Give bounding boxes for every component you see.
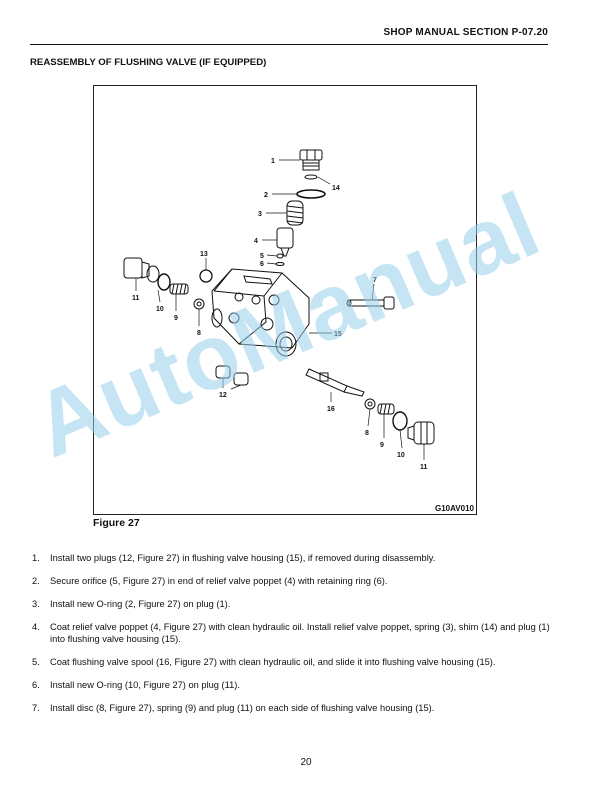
o-ring-10-right-part <box>392 411 408 431</box>
callout-7: 7 <box>373 277 377 284</box>
step-item: 5. Coat flushing valve spool (16, Figure … <box>32 656 552 668</box>
step-text: Coat relief valve poppet (4, Figure 27) … <box>50 622 550 644</box>
step-text: Install disc (8, Figure 27), spring (9) … <box>50 703 435 713</box>
spring-3-part <box>286 200 304 226</box>
step-item: 2. Secure orifice (5, Figure 27) in end o… <box>32 575 552 587</box>
bolt-7-part <box>346 296 395 310</box>
disc-8-right-part <box>364 398 376 410</box>
step-number: 2. <box>32 576 40 586</box>
plug-1-part <box>299 149 323 171</box>
shim-14-part <box>304 174 318 180</box>
callout-3: 3 <box>258 211 262 218</box>
spring-9-right-part <box>377 403 395 415</box>
figure-code-label: G10AV010 <box>434 504 475 513</box>
step-text: Install two plugs (12, Figure 27) in flu… <box>50 553 436 563</box>
callout-14: 14 <box>332 185 340 192</box>
section-title: REASSEMBLY OF FLUSHING VALVE (IF EQUIPPE… <box>30 57 267 68</box>
figure-caption: Figure 27 <box>93 517 140 529</box>
callout-13: 13 <box>200 251 208 258</box>
step-number: 6. <box>32 680 40 690</box>
disc-8-left-part <box>193 298 205 310</box>
callout-8-left: 8 <box>197 330 201 337</box>
callout-1: 1 <box>271 158 275 165</box>
step-number: 4. <box>32 622 40 632</box>
plug-11-left-part <box>123 257 150 279</box>
flushing-valve-diagram: 1 14 2 3 4 5 6 13 7 11 10 9 8 15 12 16 8… <box>123 149 435 471</box>
step-item: 3. Install new O-ring (2, Figure 27) on p… <box>32 598 552 610</box>
spring-9-left-part <box>169 283 189 295</box>
callout-2: 2 <box>264 192 268 199</box>
callout-11-right: 11 <box>420 464 428 471</box>
callout-10-left: 10 <box>156 306 164 313</box>
manual-section-header: SHOP MANUAL SECTION P-07.20 <box>383 27 548 38</box>
step-text: Install new O-ring (10, Figure 27) on pl… <box>50 680 240 690</box>
step-item: 1. Install two plugs (12, Figure 27) in f… <box>32 552 552 564</box>
callout-12: 12 <box>219 392 227 399</box>
step-number: 3. <box>32 599 40 609</box>
callout-6: 6 <box>260 261 264 268</box>
callout-5: 5 <box>260 253 264 260</box>
step-number: 1. <box>32 553 40 563</box>
exploded-view-figure: 1 14 2 3 4 5 6 13 7 11 10 9 8 15 12 16 8… <box>93 85 477 515</box>
callout-4: 4 <box>254 238 258 245</box>
callout-15: 15 <box>334 331 342 338</box>
callout-9-left: 9 <box>174 315 178 322</box>
callout-9-right: 9 <box>380 442 384 449</box>
step-item: 6. Install new O-ring (10, Figure 27) on … <box>32 679 552 691</box>
step-text: Coat flushing valve spool (16, Figure 27… <box>50 657 496 667</box>
flushing-spool-16-part <box>305 368 365 397</box>
step-number: 5. <box>32 657 40 667</box>
disc-10-left-part <box>146 265 160 283</box>
orifice-5-part <box>276 253 284 259</box>
step-text: Install new O-ring (2, Figure 27) on plu… <box>50 599 231 609</box>
o-ring-13-part <box>199 269 213 283</box>
callout-11-left: 11 <box>132 295 140 302</box>
instruction-steps: 1. Install two plugs (12, Figure 27) in f… <box>32 552 552 725</box>
step-number: 7. <box>32 703 40 713</box>
callout-10-right: 10 <box>397 452 405 459</box>
step-item: 7. Install disc (8, Figure 27), spring (9… <box>32 702 552 714</box>
callout-16: 16 <box>327 406 335 413</box>
page-number: 20 <box>300 757 312 768</box>
plug-11-right-part <box>407 421 435 445</box>
o-ring-2-part <box>296 189 326 199</box>
step-text: Secure orifice (5, Figure 27) in end of … <box>50 576 388 586</box>
callout-8-right: 8 <box>365 430 369 437</box>
flushing-valve-housing-15 <box>211 268 310 357</box>
plugs-12-part <box>215 365 249 386</box>
poppet-4-part <box>276 227 294 257</box>
retaining-ring-6-part <box>275 262 285 266</box>
step-item: 4. Coat relief valve poppet (4, Figure 27… <box>32 621 552 645</box>
header-divider <box>30 44 548 45</box>
o-ring-10-left-part <box>157 273 171 291</box>
